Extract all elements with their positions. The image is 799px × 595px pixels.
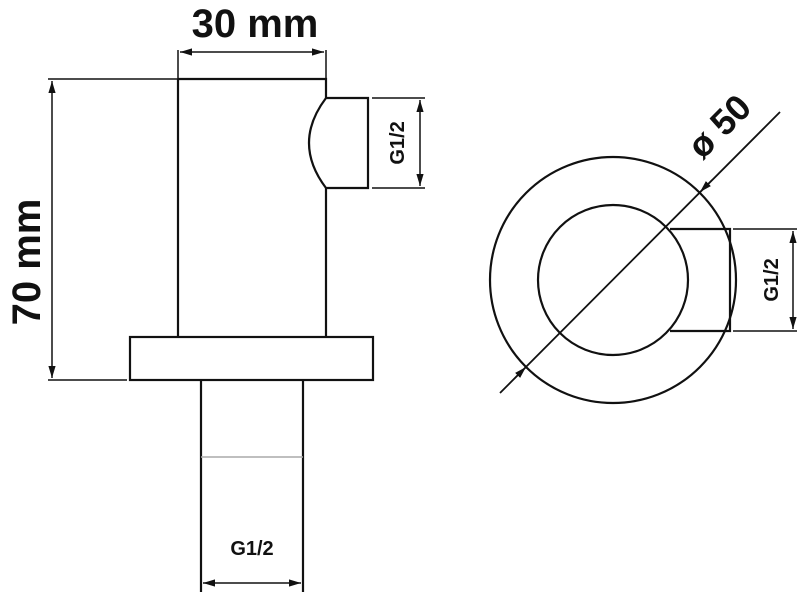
diameter-line [499, 111, 781, 394]
height-extension-lines [48, 78, 178, 381]
bottom-outlet-label: G1/2 [230, 538, 273, 560]
side-outlet-extension-lines [372, 97, 425, 189]
diameter-arrow-upper [699, 179, 713, 193]
bottom-stem [199, 380, 305, 592]
diameter-label: ø 50 [679, 86, 759, 166]
width-extension-lines [177, 50, 327, 79]
width-label: 30 mm [192, 2, 319, 46]
diameter-arrow-lower [513, 366, 527, 380]
side-outlet [308, 96, 370, 190]
body-outline [176, 77, 328, 337]
front-outlet-label: G1/2 [761, 258, 783, 301]
front-outlet-extension-lines [733, 228, 797, 332]
inner-circle [536, 203, 690, 357]
front-view [488, 111, 797, 405]
side-outlet-label: G1/2 [387, 121, 409, 164]
front-outlet [670, 227, 732, 333]
height-label: 70 mm [5, 199, 49, 326]
outer-circle [488, 155, 738, 405]
flange [128, 335, 375, 382]
side-view [48, 48, 425, 592]
